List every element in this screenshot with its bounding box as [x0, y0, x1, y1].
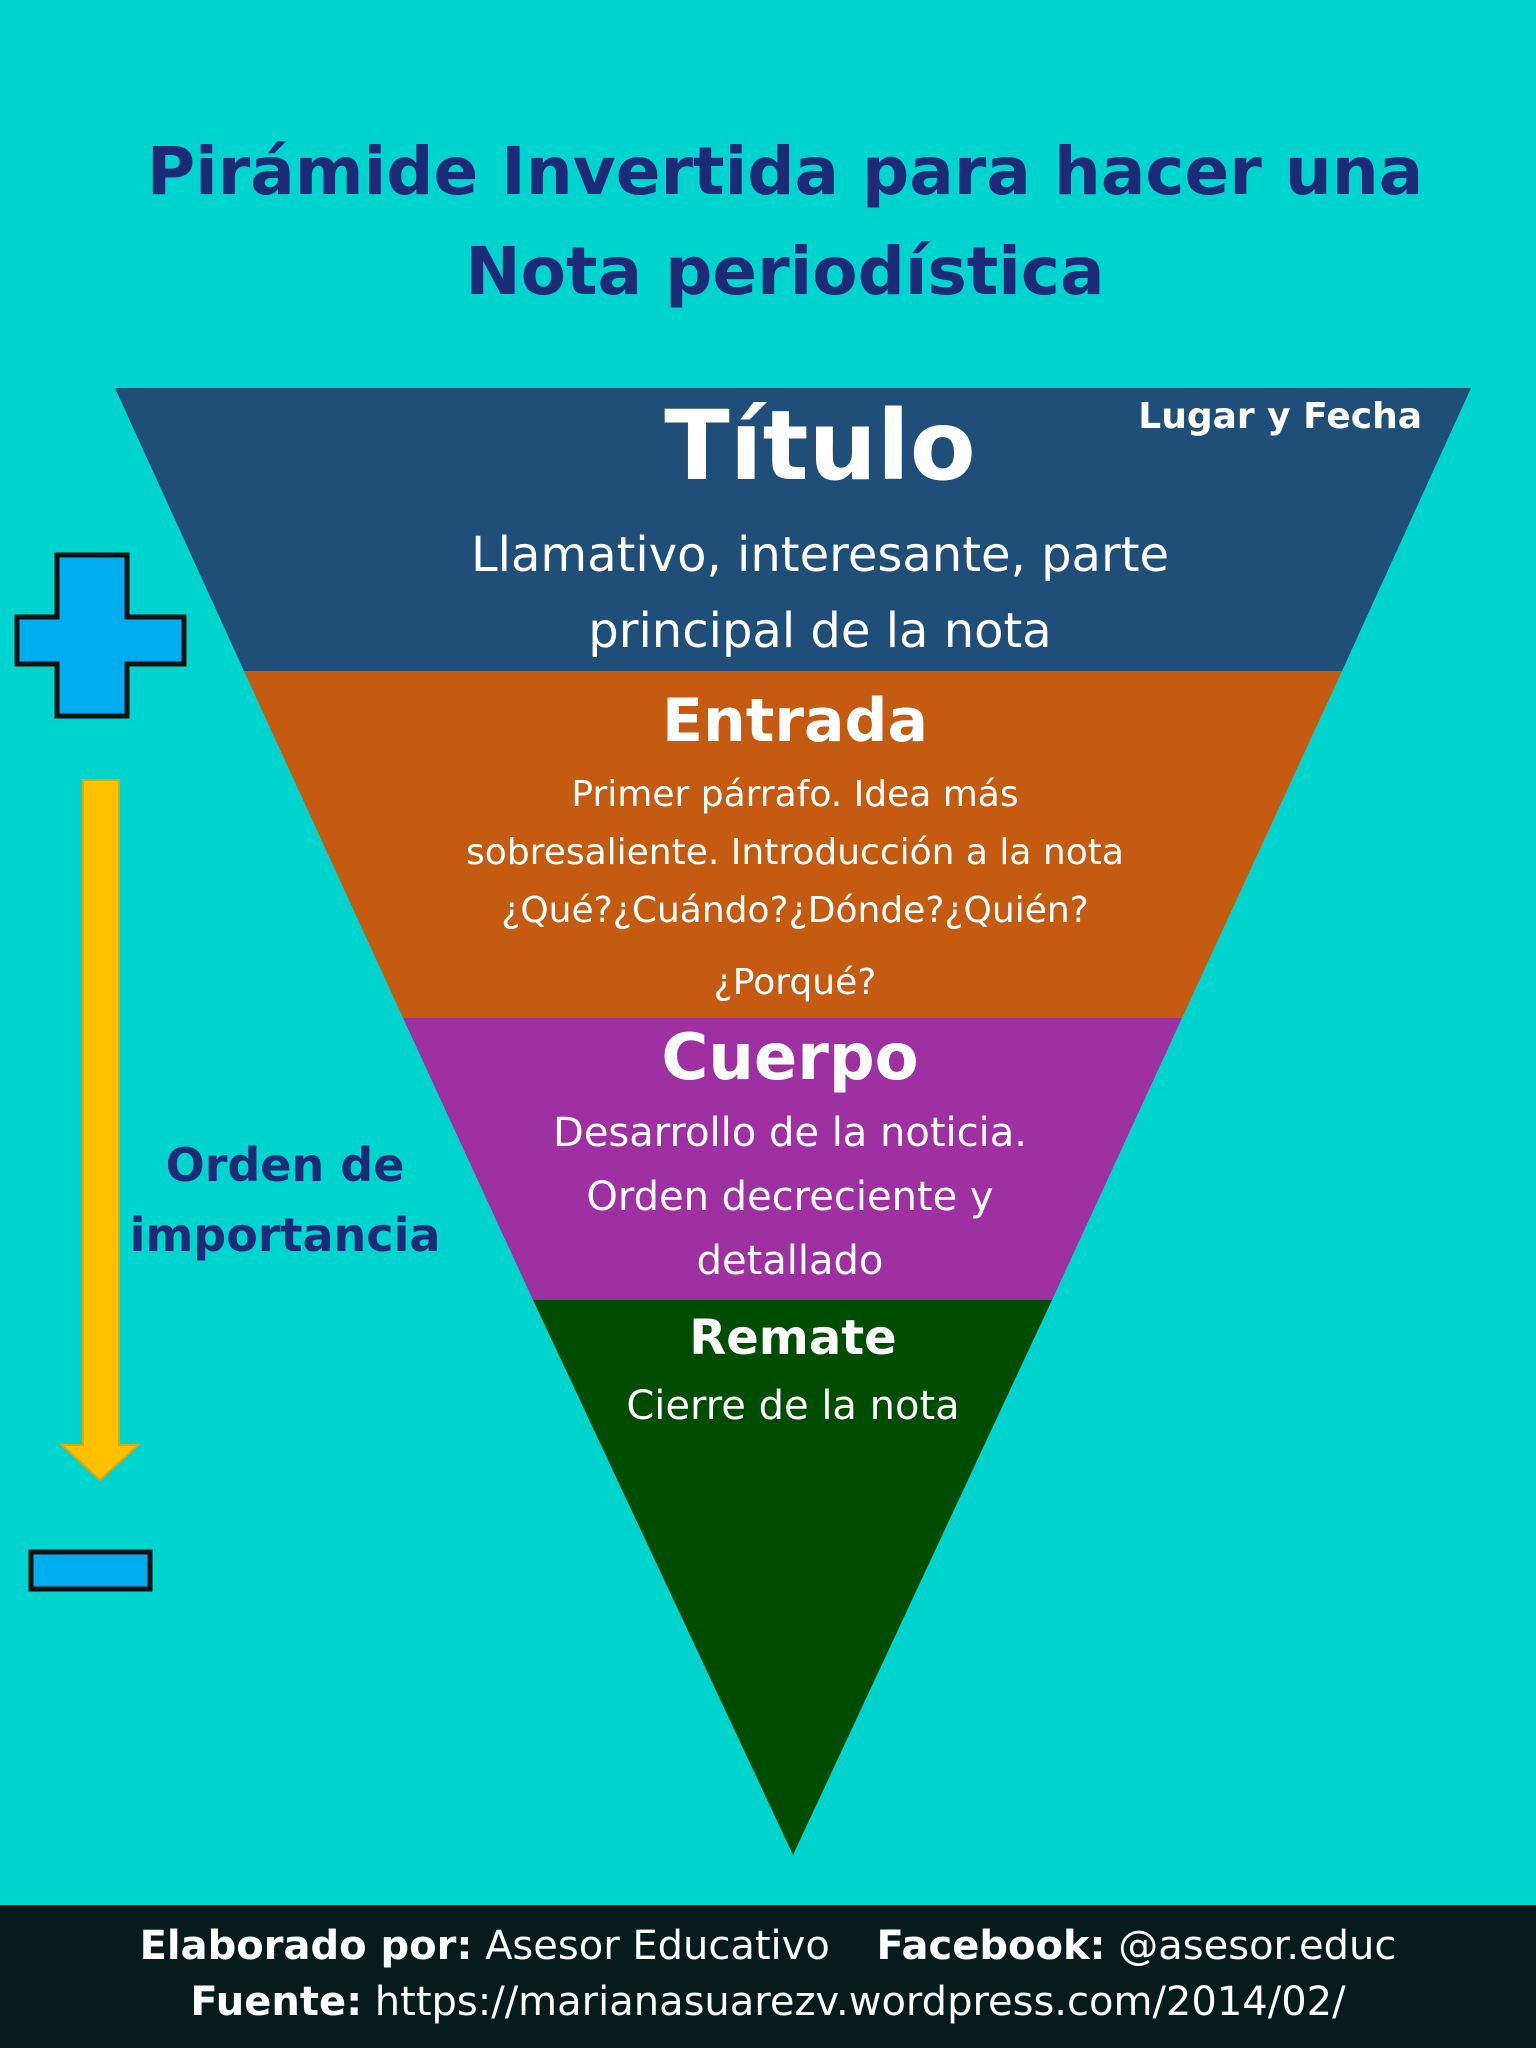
- page-title: Pirámide Invertida para hacer una Nota p…: [146, 133, 1424, 310]
- source-label: Fuente:: [190, 1979, 363, 2025]
- layer-cuerpo-line-2: Orden decreciente y: [586, 1174, 994, 1220]
- footer: Elaborado por: Asesor Educativo Facebook…: [0, 1905, 1536, 2048]
- footer-credits: Elaborado por: Asesor Educativo Facebook…: [0, 1923, 1536, 1969]
- footer-source: Fuente: https://marianasuarezv.wordpress…: [0, 1979, 1536, 2025]
- layer-cuerpo: Cuerpo Desarrollo de la noticia. Orden d…: [440, 1015, 1140, 1293]
- layer-titulo-line-2: principal de la nota: [588, 603, 1052, 659]
- source-url: https://marianasuarezv.wordpress.com/201…: [374, 1979, 1346, 2025]
- facebook-label: Facebook:: [876, 1923, 1106, 1969]
- layer-titulo-heading: Título: [664, 390, 976, 502]
- layer-entrada: Entrada Primer párrafo. Idea más sobresa…: [400, 680, 1190, 1012]
- layer-remate-line-1: Cierre de la nota: [626, 1383, 960, 1429]
- layer-titulo: Título Llamativo, interesante, parte pri…: [390, 385, 1250, 669]
- layer-remate-heading: Remate: [689, 1310, 897, 1366]
- layer-cuerpo-band: [403, 1018, 1182, 1300]
- facebook-handle: @asesor.educ: [1118, 1923, 1397, 1969]
- layer-cuerpo-line-3: detallado: [696, 1238, 884, 1284]
- importance-label-line-1: Orden de: [165, 1138, 405, 1192]
- arrow-down-icon: [59, 779, 141, 1482]
- layer-entrada-line-2: sobresaliente. Introducción a la nota: [466, 832, 1124, 873]
- layer-entrada-line-3: ¿Qué?¿Cuándo?¿Dónde?¿Quién?: [501, 890, 1089, 931]
- layer-entrada-band: [244, 671, 1342, 1018]
- importance-label: Orden de importancia: [110, 1130, 460, 1270]
- layer-entrada-line-4: ¿Porqué?: [713, 962, 877, 1003]
- layer-titulo-line-1: Llamativo, interesante, parte: [470, 527, 1170, 583]
- layer-entrada-line-1: Primer párrafo. Idea más: [571, 774, 1019, 815]
- layer-remate: Remate Cierre de la nota: [543, 1302, 1043, 1438]
- lugar-fecha-label: Lugar y Fecha: [1138, 396, 1422, 437]
- layer-entrada-heading: Entrada: [662, 686, 928, 756]
- layer-titulo-band: [115, 388, 1471, 671]
- plus-icon: [14, 552, 187, 719]
- author-value: Asesor Educativo: [485, 1923, 830, 1969]
- layer-cuerpo-line-1: Desarrollo de la noticia.: [553, 1110, 1027, 1156]
- author-label: Elaborado por:: [139, 1923, 473, 1969]
- layer-remate-band: [533, 1300, 1052, 1855]
- importance-label-line-2: importancia: [129, 1208, 441, 1262]
- minus-icon: [28, 1549, 153, 1592]
- layer-cuerpo-heading: Cuerpo: [661, 1021, 919, 1095]
